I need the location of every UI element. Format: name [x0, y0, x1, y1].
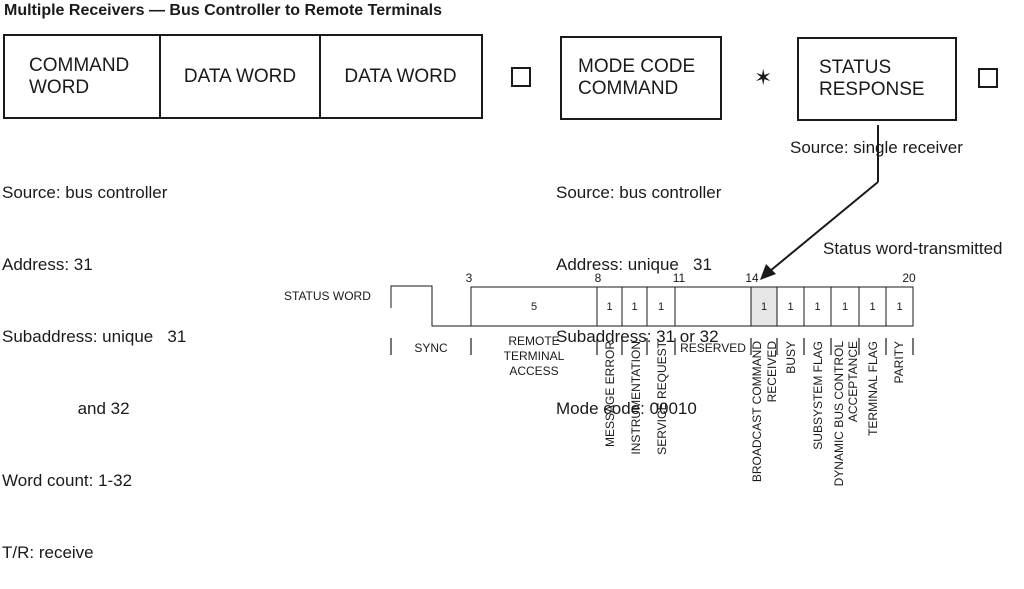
status-response-box: STATUS RESPONSE — [797, 37, 957, 121]
command-address-line: Address: 31 — [2, 255, 93, 274]
bit-value-1: 5 — [531, 301, 537, 313]
bit-field-10 — [858, 286, 887, 327]
field-label-6-0: BROADCAST COMMAND — [750, 341, 764, 482]
data-word-label-2: DATA WORD — [344, 65, 457, 87]
mode-source-line: Source: bus controller — [556, 183, 722, 202]
status-response-cell: STATUS RESPONSE — [799, 39, 955, 119]
field-label-10-0: TERMINAL FLAG — [866, 341, 880, 436]
field-label-11-0: PARITY — [892, 341, 906, 383]
bit-value-6: 1 — [761, 301, 767, 313]
status-source-info: Source: single receiver — [790, 138, 963, 157]
mode-address-line: Address: unique 31 — [556, 255, 712, 274]
intermessage-gap-icon-2 — [978, 68, 998, 88]
mode-code-source-info: Source: bus controller Address: unique 3… — [556, 133, 721, 445]
bit-field-3 — [621, 286, 648, 327]
bit-field-6 — [750, 286, 778, 327]
command-word-label: COMMAND WORD — [29, 54, 130, 98]
bit-value-7: 1 — [787, 301, 793, 313]
mode-code-cell: MODE CODE COMMAND — [562, 38, 720, 118]
bit-field-8 — [803, 286, 832, 327]
command-source-info: Source: bus controller Address: 31 Subad… — [2, 133, 186, 589]
field-label-9-1: ACCEPTANCE — [846, 341, 860, 422]
field-label-rta-1: TERMINAL — [504, 349, 565, 363]
bit-field-1 — [470, 286, 598, 327]
response-time-star-icon: ✶ — [754, 65, 773, 90]
field-label-4-0: SERVICE REQUEST — [655, 340, 669, 454]
data-word-label-1: DATA WORD — [183, 65, 297, 87]
data-word-cell-2: DATA WORD — [319, 36, 480, 117]
command-subaddress-line-2: and 32 — [2, 399, 130, 418]
mode-subaddress-line: Subaddress: 31 or 32 — [556, 327, 719, 346]
command-word-cell: COMMAND WORD — [5, 36, 159, 117]
mode-code-command-box: MODE CODE COMMAND — [560, 36, 722, 120]
command-data-block: COMMAND WORD DATA WORD DATA WORD — [3, 34, 483, 119]
status-word-label: STATUS WORD — [284, 289, 371, 303]
diagram-title: Multiple Receivers — Bus Controller to R… — [4, 2, 443, 19]
field-label-9-0: DYNAMIC BUS CONTROL — [832, 341, 846, 487]
command-subaddress-line: Subaddress: unique 31 — [2, 327, 187, 346]
field-label-reserved: RESERVED — [680, 341, 746, 355]
mode-code-line: Mode code: 00010 — [556, 399, 697, 418]
bit-number-14: 14 — [745, 271, 759, 285]
bit-value-2: 1 — [606, 301, 612, 313]
field-label-2-0: MESSAGE ERROR — [603, 341, 617, 447]
command-word-count-line: Word count: 1-32 — [2, 471, 133, 490]
bit-field-5 — [674, 286, 752, 327]
sync-waveform — [390, 285, 471, 327]
bit-number-11: 11 — [673, 271, 686, 285]
field-label-8-0: SUBSYSTEM FLAG — [811, 341, 825, 450]
field-label-7-0: BUSY — [784, 341, 798, 374]
bit-value-9: 1 — [842, 301, 848, 313]
bit-value-8: 1 — [814, 301, 820, 313]
command-source-line: Source: bus controller — [2, 183, 168, 202]
bit-value-4: 1 — [658, 301, 664, 313]
field-label-6-1: RECEIVED — [765, 341, 779, 403]
field-label-rta-0: REMOTE — [508, 334, 559, 348]
field-label-rta-2: ACCESS — [509, 364, 558, 378]
status-arrow-shaft — [769, 181, 879, 272]
bit-field-11 — [885, 286, 914, 327]
field-label-3-0: INSTRUMENTATION — [629, 341, 643, 455]
bit-value-11: 1 — [896, 301, 902, 313]
mode-code-label: MODE CODE COMMAND — [578, 56, 696, 99]
bit-number-8: 8 — [595, 271, 602, 285]
data-word-cell-1: DATA WORD — [159, 36, 319, 117]
bit-field-4 — [646, 286, 676, 327]
bit-number-3: 3 — [466, 271, 473, 285]
bit-number-20: 20 — [902, 271, 916, 285]
bit-value-10: 1 — [869, 301, 875, 313]
status-word-transmitted-label: Status word-transmitted — [823, 239, 1003, 258]
status-arrow-head — [760, 264, 776, 280]
bit-value-3: 1 — [631, 301, 637, 313]
intermessage-gap-icon-1 — [511, 67, 531, 87]
field-label-sync: SYNC — [414, 341, 448, 355]
status-response-label: STATUS RESPONSE — [819, 57, 925, 100]
command-tr-line: T/R: receive — [2, 543, 94, 562]
